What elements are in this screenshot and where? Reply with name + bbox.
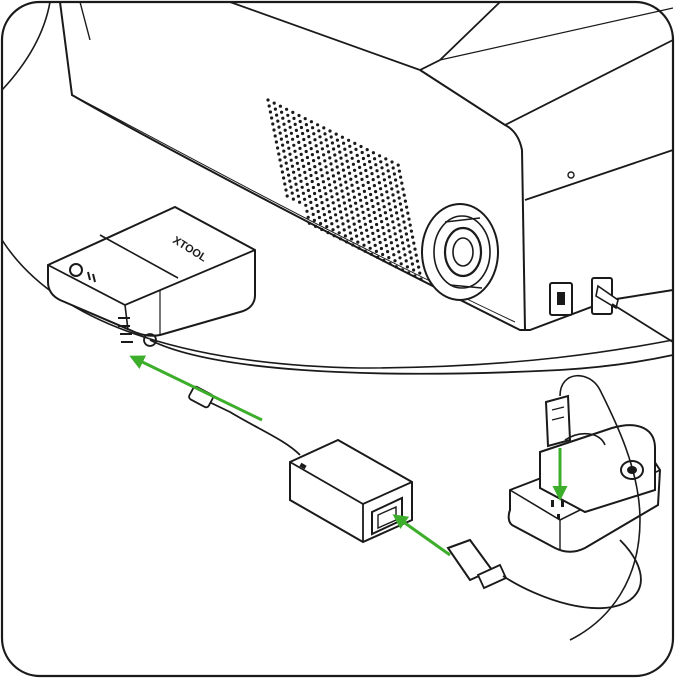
arrow-dc-plug-into-purifier (129, 355, 263, 422)
power-socket-icon (591, 277, 674, 343)
arrow-ac-cord-into-adapter (392, 514, 451, 557)
ac-power-cord (446, 538, 642, 609)
dc-cable (188, 385, 301, 456)
exhaust-port-icon (421, 203, 499, 301)
power-strip (507, 374, 662, 641)
power-strip-socket (551, 500, 564, 519)
air-purifier: XTOOL (47, 205, 674, 375)
laser-machine (59, 1, 674, 343)
power-button-icon (69, 263, 96, 283)
rocker-switch-icon (549, 282, 573, 316)
power-adapter (289, 438, 413, 544)
connection-arrows (129, 355, 568, 557)
exhaust-fan-icon (266, 98, 423, 281)
table-edge-left (1, 1, 51, 91)
wall-plug (544, 394, 572, 448)
dc-input-port (143, 333, 157, 347)
purifier-side-vent (118, 317, 133, 343)
